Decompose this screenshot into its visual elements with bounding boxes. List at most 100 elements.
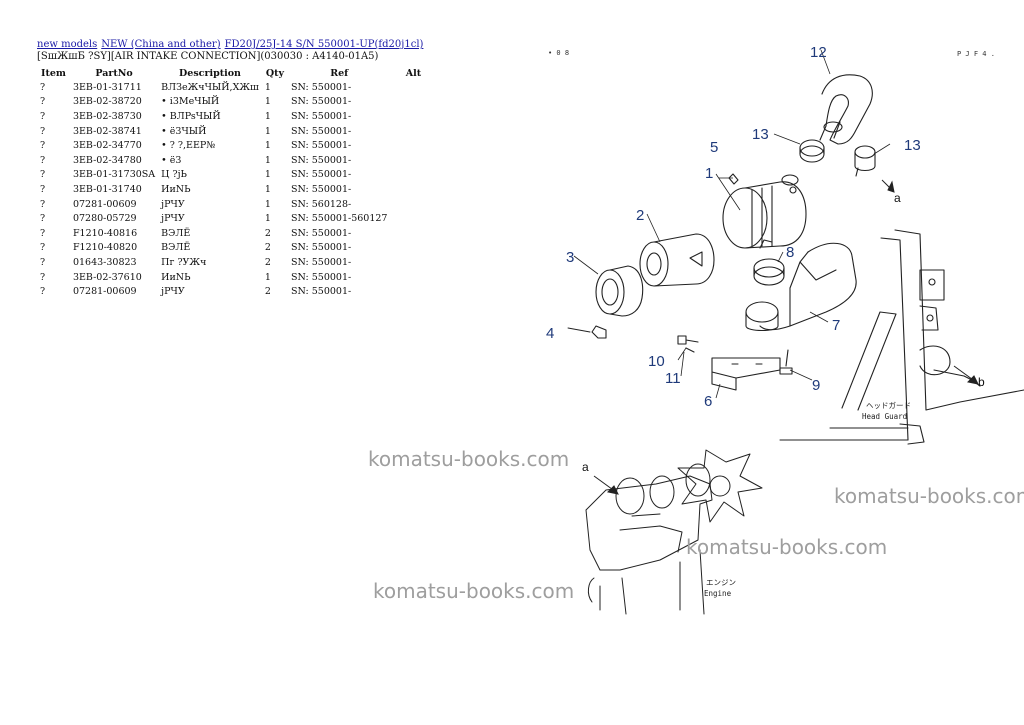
cell-partno: 07281-00609 bbox=[72, 198, 137, 210]
cell-qty: 1 bbox=[264, 110, 271, 122]
cell-description: • ВЛPsЧЫЙ bbox=[161, 110, 221, 122]
callout-4: 4 bbox=[546, 325, 554, 342]
arrow-label-a: a bbox=[894, 191, 901, 205]
col-item: Item bbox=[41, 67, 66, 79]
cell-description: jРЧУ bbox=[161, 286, 185, 298]
cell-partno: 07281-00609 bbox=[72, 286, 137, 298]
cell-ref: SN: 550001- bbox=[291, 183, 352, 195]
cell-item: ? bbox=[40, 286, 46, 298]
watermark: komatsu-books.com bbox=[368, 447, 570, 471]
col-ref: Ref bbox=[330, 67, 349, 79]
intake-elbow-pipe bbox=[819, 74, 873, 145]
callout-3: 3 bbox=[566, 249, 574, 266]
bolt-part-10 bbox=[677, 335, 699, 353]
watermark: komatsu-books.com bbox=[686, 535, 888, 559]
cell-item: ? bbox=[40, 271, 46, 283]
arrow-label-b: b bbox=[978, 375, 985, 389]
breadcrumb-link-new-china[interactable]: NEW (China and other) bbox=[101, 39, 221, 50]
cell-qty: 2 bbox=[264, 256, 271, 268]
cell-item: ? bbox=[40, 169, 46, 181]
cell-ref: SN: 550001- bbox=[291, 154, 352, 166]
cell-partno: 3EB-02-34770 bbox=[72, 140, 142, 152]
cell-qty: 2 bbox=[264, 227, 271, 239]
hose-clamp-right bbox=[854, 145, 876, 177]
cell-item: ? bbox=[40, 256, 46, 268]
breadcrumb-link-new-models[interactable]: new models bbox=[37, 39, 98, 50]
watermark: komatsu-books.com bbox=[373, 579, 575, 603]
callout-2: 2 bbox=[636, 207, 644, 224]
cell-description: • i3МеЧЫЙ bbox=[161, 96, 220, 108]
cell-ref: SN: 550001- bbox=[291, 271, 352, 283]
cell-ref: SN: 550001- bbox=[291, 286, 352, 298]
head-guard-frame bbox=[779, 229, 1024, 445]
cell-qty: 1 bbox=[264, 154, 271, 166]
cell-description: jРЧУ bbox=[161, 213, 185, 225]
cell-partno: 3EB-01-31730SA bbox=[72, 169, 156, 181]
cell-ref: SN: 550001-560127 bbox=[291, 213, 388, 225]
bolt-part-9 bbox=[779, 349, 793, 375]
cell-ref: SN: 550001- bbox=[291, 242, 352, 254]
cell-item: ? bbox=[40, 227, 46, 239]
page-mark-left: • 0 8 bbox=[548, 49, 569, 57]
air-filter-element bbox=[639, 233, 715, 287]
cell-item: ? bbox=[40, 242, 46, 254]
evacuator-valve bbox=[567, 325, 607, 339]
col-qty: Qty bbox=[265, 67, 285, 79]
callout-13-right: 13 bbox=[904, 137, 921, 154]
cell-description: ИиNЬ bbox=[161, 271, 191, 283]
cell-qty: 1 bbox=[264, 213, 271, 225]
engine-label-jp: エンジン bbox=[706, 578, 736, 587]
table-header-row: Item PartNo Description Qty Ref Alt bbox=[37, 66, 436, 80]
hose-clamp-upper bbox=[799, 139, 825, 163]
cell-ref: SN: 550001- bbox=[291, 81, 352, 93]
cell-item: ? bbox=[40, 140, 46, 152]
cell-description: Ц ?jЬ bbox=[161, 169, 187, 181]
cell-partno: 3EB-02-37610 bbox=[72, 271, 142, 283]
mounting-bracket bbox=[711, 357, 781, 391]
cell-qty: 2 bbox=[264, 242, 271, 254]
head-guard-label-en: Head Guard bbox=[862, 412, 907, 421]
cell-description: jРЧУ bbox=[161, 198, 185, 210]
callout-8: 8 bbox=[786, 244, 794, 261]
callout-11: 11 bbox=[665, 370, 681, 387]
cell-item: ? bbox=[40, 154, 46, 166]
cell-description: ИиNЬ bbox=[161, 183, 191, 195]
cell-partno: 3EB-01-31711 bbox=[72, 81, 142, 93]
head-guard-label-jp: ヘッドガード bbox=[866, 400, 911, 410]
cell-ref: SN: 550001- bbox=[291, 96, 352, 108]
cell-item: ? bbox=[40, 110, 46, 122]
cell-qty: 1 bbox=[264, 96, 271, 108]
cell-qty: 1 bbox=[264, 198, 271, 210]
cell-item: ? bbox=[40, 125, 46, 137]
cell-qty: 1 bbox=[264, 271, 271, 283]
col-description: Description bbox=[179, 67, 241, 79]
cell-partno: 07280-05729 bbox=[72, 213, 137, 225]
cell-partno: F1210-40816 bbox=[72, 227, 138, 239]
cell-description: ВЭЛЁ bbox=[161, 227, 191, 239]
table-row: ? 3EB-02-37610 ИиNЬ 1 SN: 550001- bbox=[37, 270, 436, 285]
cell-partno: F1210-40820 bbox=[72, 242, 138, 254]
callout-10: 10 bbox=[648, 353, 665, 370]
section-title: [SшЖшБ ?SY][AIR INTAKE CONNECTION](03003… bbox=[37, 51, 379, 62]
callout-13-left: 13 bbox=[752, 126, 769, 143]
cell-description: • ё3 bbox=[161, 154, 182, 166]
breadcrumb-link-model[interactable]: FD20J/25J-14 S/N 550001-UP(fd20j1cl) bbox=[224, 39, 424, 50]
callout-9: 9 bbox=[812, 377, 820, 394]
cell-partno: 3EB-02-38720 bbox=[72, 96, 142, 108]
bolt-part-5 bbox=[728, 173, 739, 185]
cell-qty: 2 bbox=[264, 286, 271, 298]
cell-description: • ? ?,ЕЕР№ bbox=[161, 140, 216, 152]
page-mark-right: P J F 4 . bbox=[957, 50, 995, 58]
cell-qty: 1 bbox=[264, 169, 271, 181]
engine-sketch bbox=[585, 449, 763, 615]
cell-item: ? bbox=[40, 81, 46, 93]
